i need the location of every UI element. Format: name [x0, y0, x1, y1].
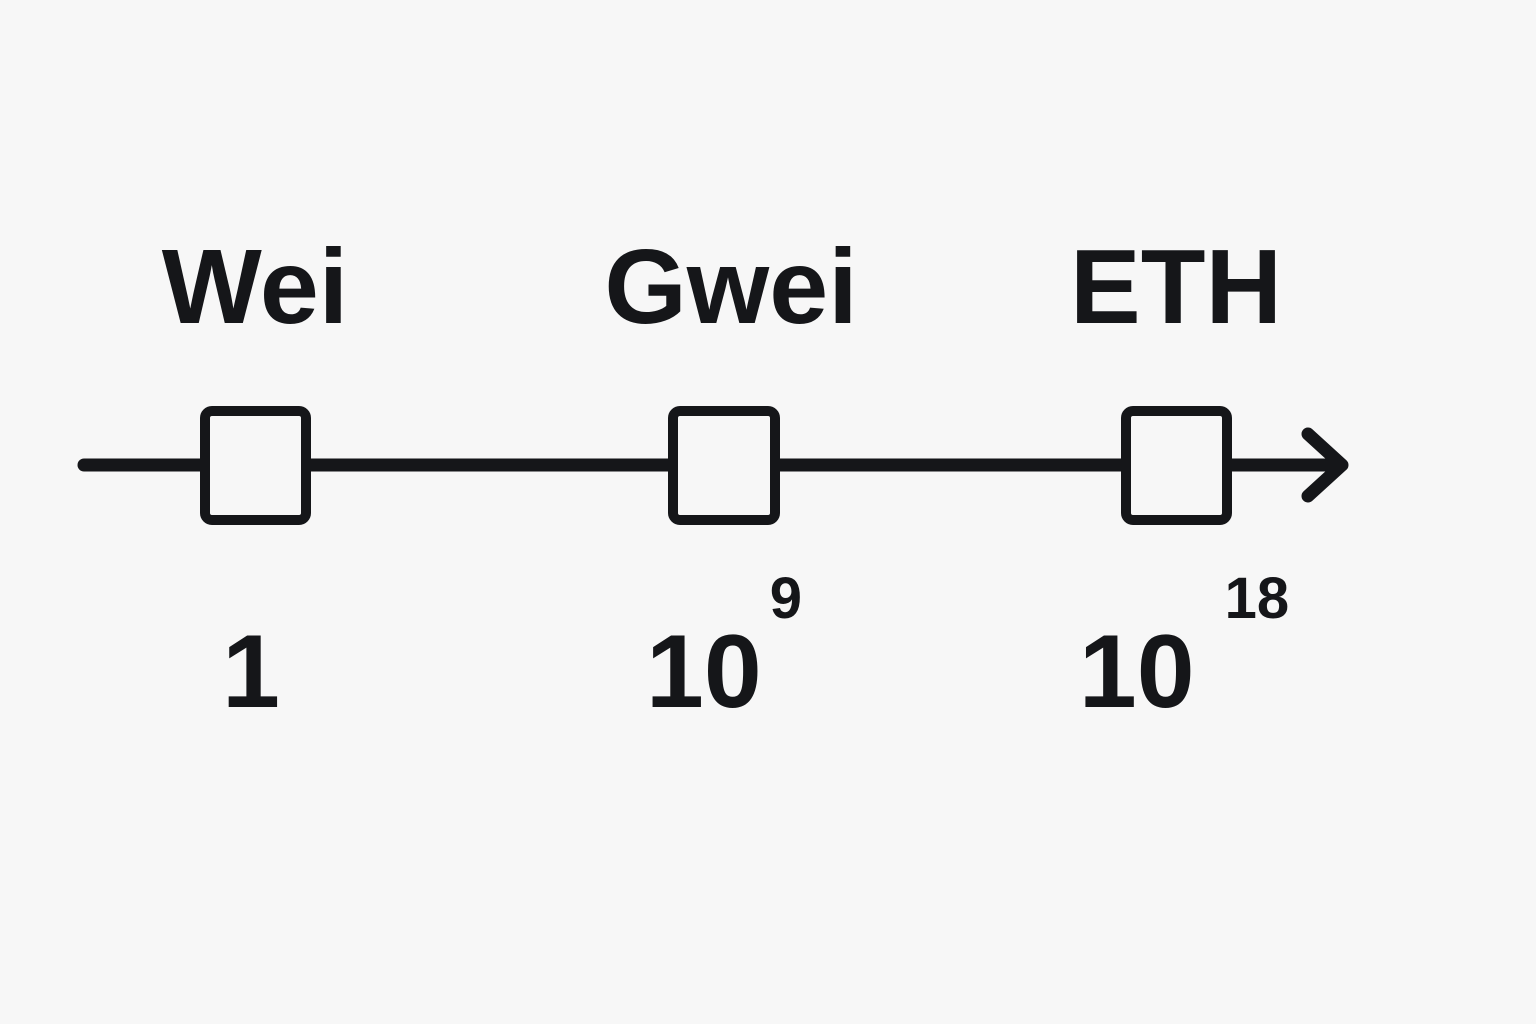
value-label-wei: 1	[222, 612, 280, 732]
value-label-eth: 1018	[1078, 570, 1289, 732]
unit-label-eth: ETH	[1070, 228, 1282, 346]
marker-eth	[1121, 406, 1232, 525]
marker-gwei	[668, 406, 780, 525]
marker-wei	[200, 406, 311, 525]
value-exponent: 18	[1224, 566, 1290, 631]
unit-label-gwei: Gwei	[604, 228, 858, 346]
arrow-right-icon	[1301, 427, 1349, 503]
unit-label-wei: Wei	[161, 228, 349, 346]
value-exponent: 9	[769, 566, 802, 631]
value-base: 1	[222, 614, 280, 730]
value-base: 10	[1078, 614, 1195, 730]
value-label-gwei: 109	[646, 570, 802, 732]
value-base: 10	[646, 614, 762, 730]
